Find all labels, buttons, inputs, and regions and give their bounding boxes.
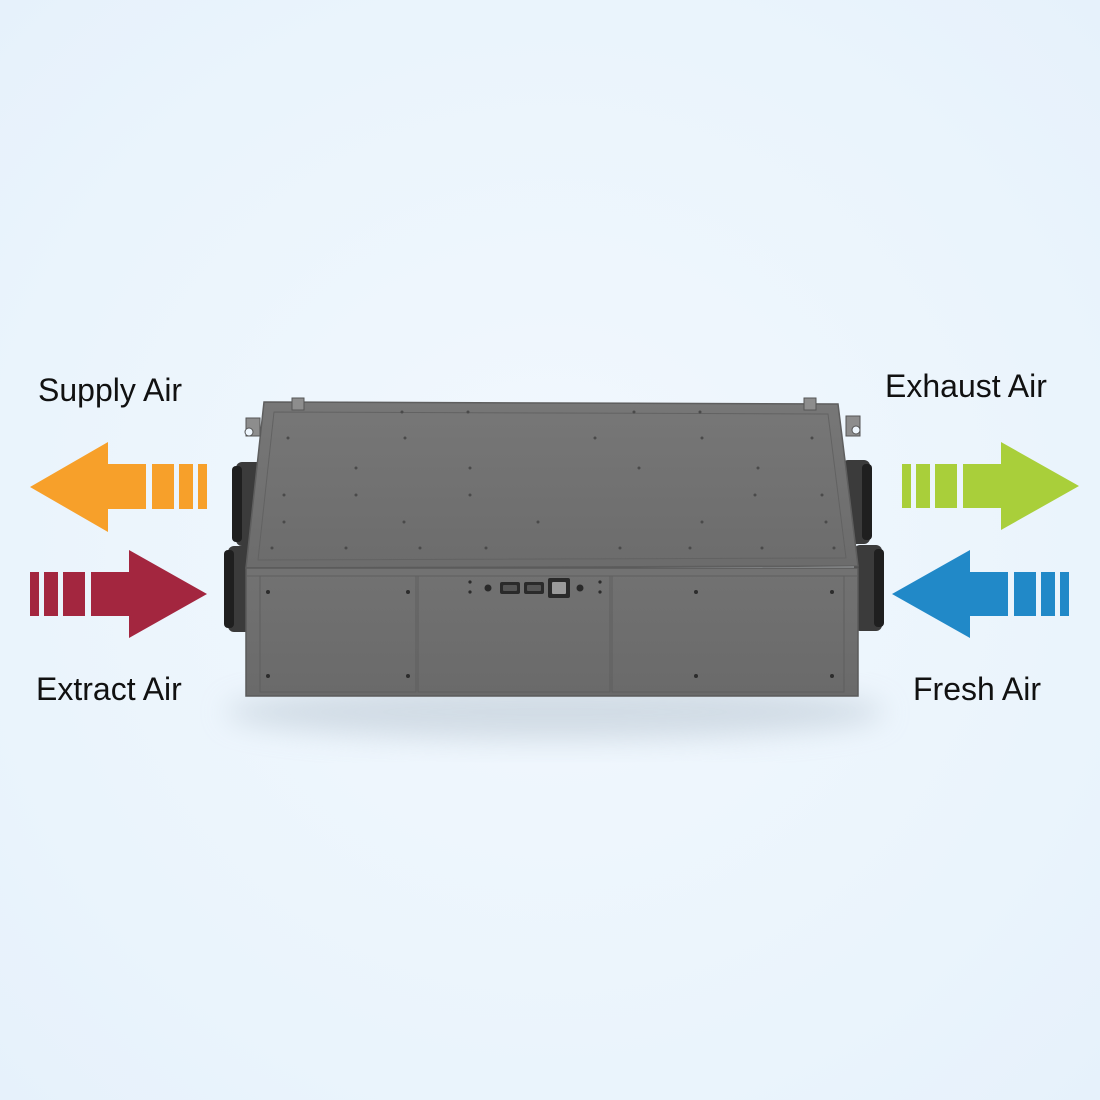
fresh-air-label: Fresh Air [913,671,1042,707]
right-duct-collars [842,460,884,631]
unit-top-face [245,401,859,569]
supply-air-label: Supply Air [38,372,183,408]
top-rivets [270,410,836,550]
extract-air-arrow [30,550,207,638]
front-panels [259,575,845,693]
unit-front-face [245,567,859,697]
front-screws [266,580,834,678]
fresh-air-arrow [892,550,1069,638]
mounting-brackets [244,397,861,437]
extract-air-label: Extract Air [36,671,182,707]
control-connectors [484,578,584,598]
exhaust-air-arrow [902,442,1079,530]
exhaust-air-label: Exhaust Air [885,368,1047,404]
supply-air-arrow [30,442,207,532]
unit-shadow [225,684,885,740]
ventilation-unit [224,397,884,697]
